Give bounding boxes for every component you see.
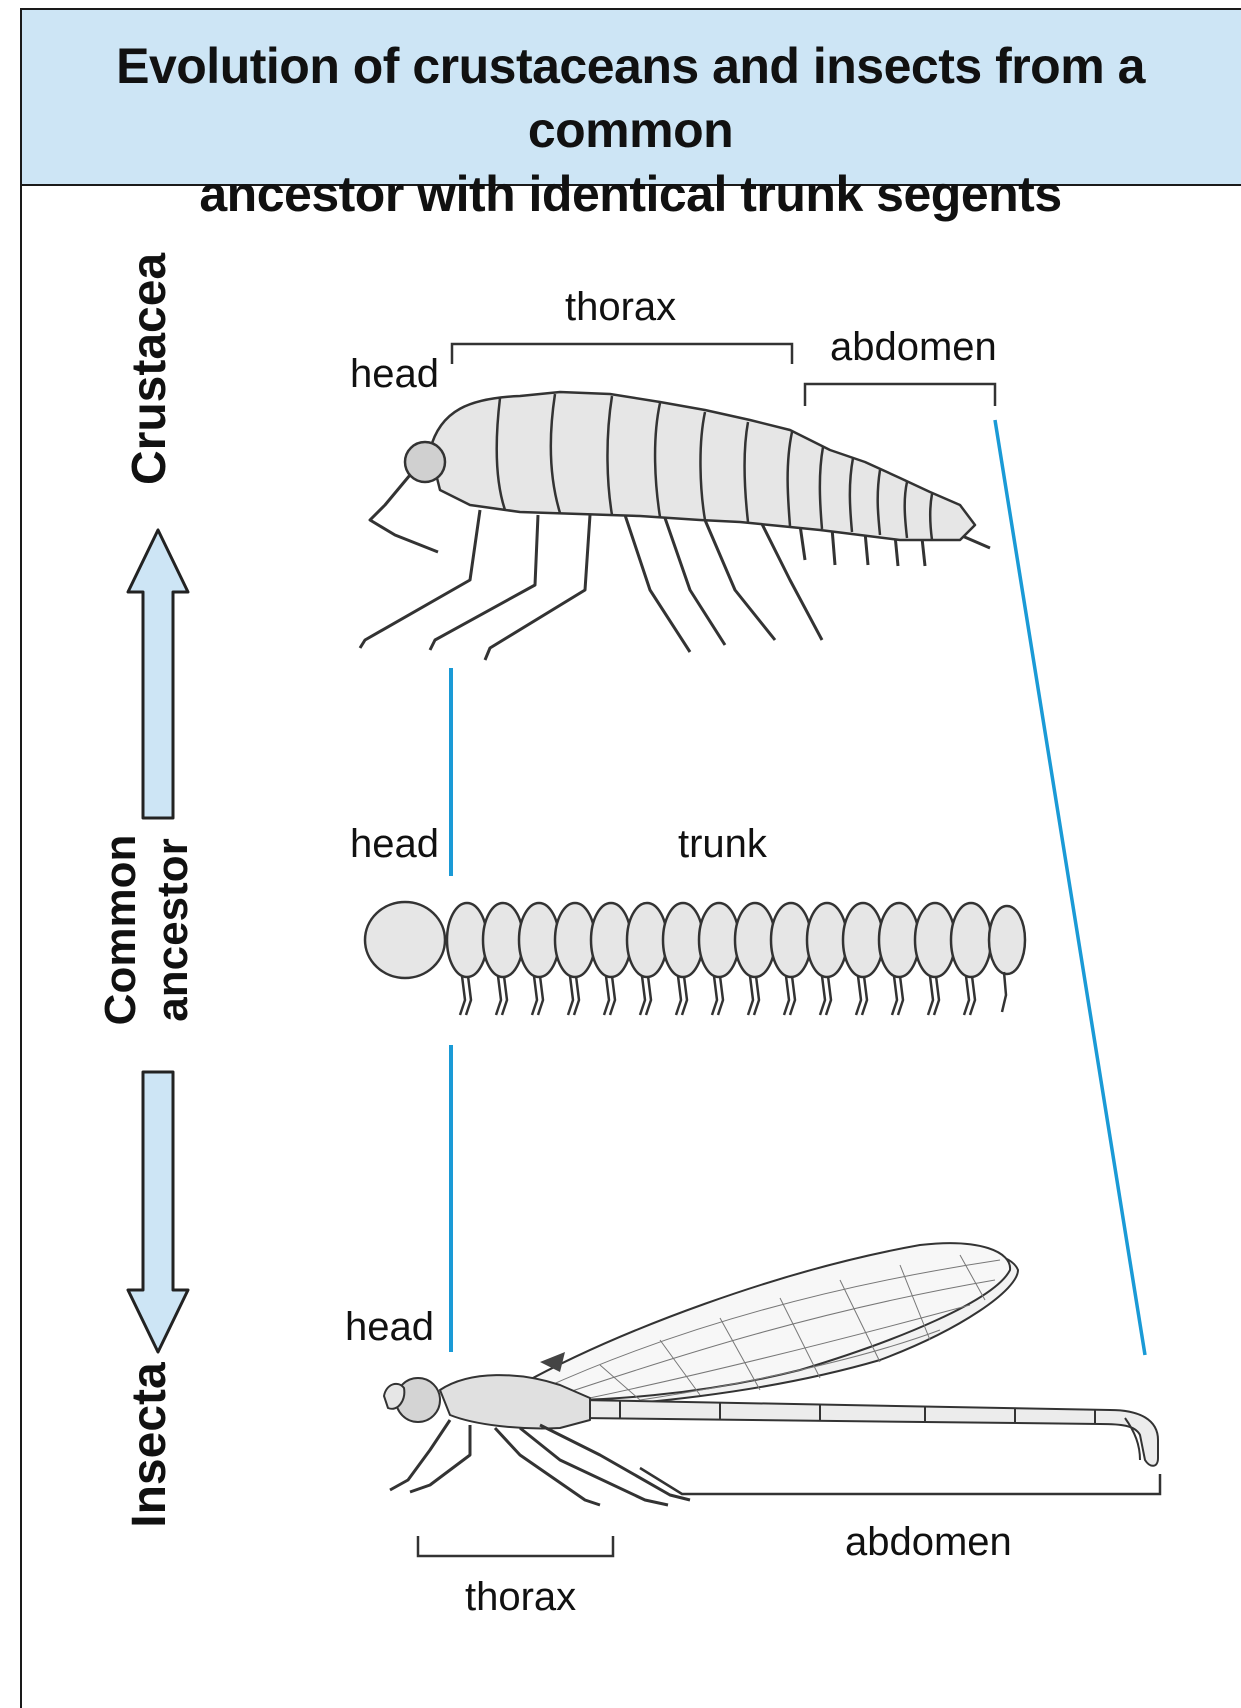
crustacean-thorax-bracket bbox=[452, 344, 792, 364]
insect-legs bbox=[390, 1420, 690, 1505]
ancestor-illustration bbox=[365, 902, 1025, 1015]
ancestor-head bbox=[365, 902, 445, 978]
ancestor-segments bbox=[447, 903, 1025, 977]
arrow-up-icon bbox=[128, 530, 188, 818]
crustacean-illustration bbox=[360, 392, 990, 660]
crustacean-antenna bbox=[370, 475, 438, 552]
crustacean-abdomen-bracket bbox=[805, 384, 995, 406]
arrow-down-icon bbox=[128, 1072, 188, 1352]
ancestor-legs bbox=[460, 972, 1006, 1015]
crustacean-body bbox=[430, 392, 975, 540]
insect-abdomen bbox=[580, 1400, 1158, 1466]
abdomen-connector bbox=[995, 420, 1145, 1355]
insect-illustration bbox=[384, 1243, 1158, 1505]
insect-abdomen-bracket bbox=[640, 1468, 1160, 1494]
insect-thorax-bracket bbox=[418, 1536, 613, 1556]
